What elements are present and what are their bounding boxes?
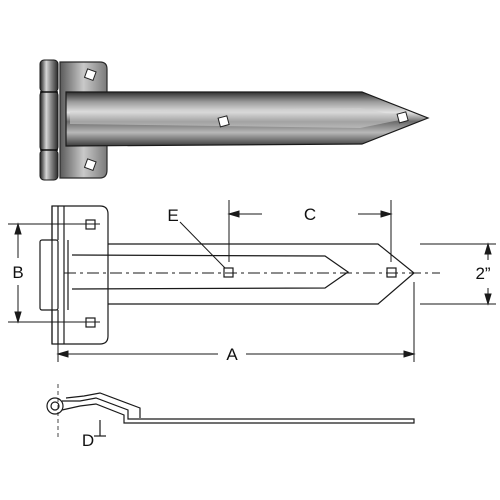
drawing-strap-outline [108,243,415,305]
side-view-pin [46,397,64,415]
hinge-knuckle-top [39,59,59,93]
drawing-strap-rib [71,254,350,290]
hinge-knuckle-middle [39,91,59,151]
drawing-knuckle [39,239,59,311]
dimension-label-width: 2” [475,264,490,283]
drawing-leaf-plate [51,205,109,345]
dimension-label-e: E [167,206,178,225]
leaf-hole-bottom [83,158,97,172]
hinge-photo [39,59,430,181]
strap-ridge [70,108,410,128]
dimension-label-c: C [304,205,316,224]
side-view-drawing [46,384,415,440]
hinge-knuckle-bottom [39,149,59,181]
top-view-drawing [39,205,440,345]
strap-hole-middle [217,115,230,128]
side-view-strap [61,397,415,424]
dimension-label-d: D [82,431,94,450]
leaf-hole-top [83,68,97,82]
dimension-label-a: A [226,345,238,364]
dimension-label-b: B [12,263,23,282]
dimension-lines [8,200,496,362]
strap-hole-tip [396,111,409,124]
